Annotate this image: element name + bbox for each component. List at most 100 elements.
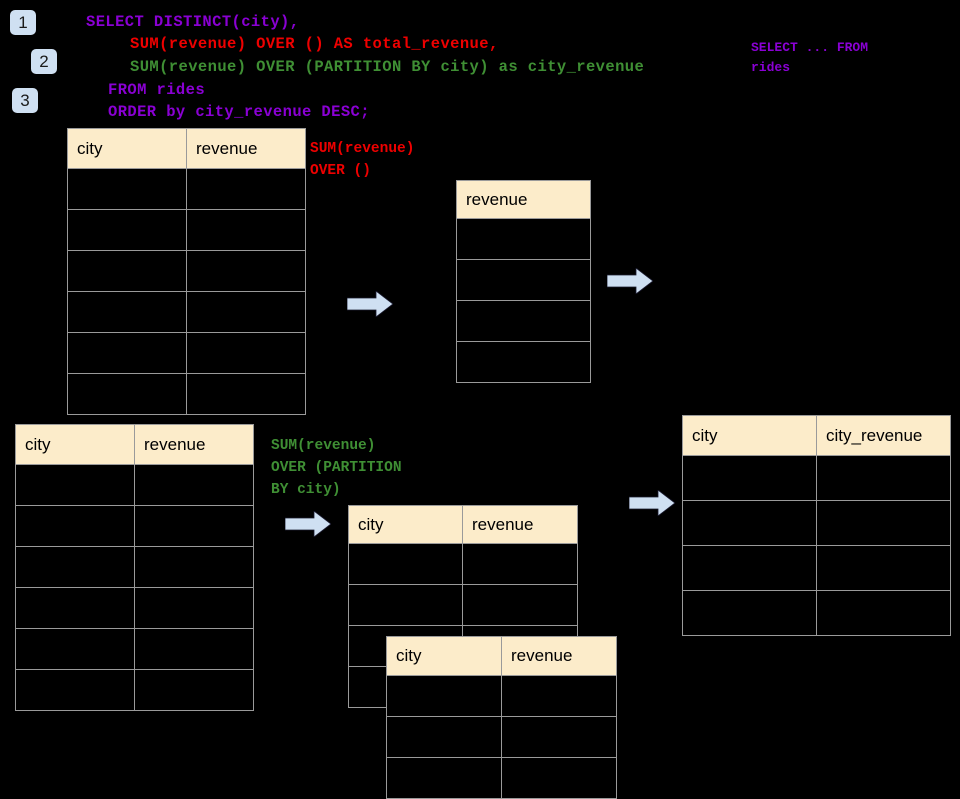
table-cell (15, 628, 135, 670)
table-cell (67, 373, 187, 415)
sql-line-4: FROM rides (108, 81, 206, 99)
annot-over-empty: SUM(revenue) OVER () (310, 141, 415, 179)
table-row (15, 546, 254, 588)
table-cell (186, 373, 306, 415)
table-cell (186, 250, 306, 292)
table-cell (816, 545, 951, 591)
table-cell (348, 543, 463, 585)
table-row (67, 250, 306, 292)
table-row (386, 757, 617, 799)
table-row (682, 590, 951, 636)
table-cell (501, 675, 617, 717)
table-cell (816, 590, 951, 636)
column-header: revenue (462, 505, 578, 544)
step-badge-1: 1 (10, 10, 36, 35)
table-cell (682, 500, 817, 546)
column-header: city (682, 415, 817, 456)
step-badge-2: 2 (31, 49, 57, 74)
table-row (456, 218, 591, 260)
table-row (15, 587, 254, 629)
table-cell (67, 209, 187, 251)
arrow-source-to-partition (284, 510, 332, 538)
arrow-total-to-result (606, 267, 654, 295)
table-cell (186, 332, 306, 374)
table-row (15, 464, 254, 506)
column-header: city (348, 505, 463, 544)
column-header: revenue (134, 424, 254, 465)
table-row (682, 455, 951, 501)
column-header: revenue (456, 180, 591, 219)
table-cell (186, 209, 306, 251)
table-cell (682, 545, 817, 591)
table-cell (15, 587, 135, 629)
column-header: city (15, 424, 135, 465)
step-badge-3: 3 (12, 88, 38, 113)
column-header: revenue (186, 128, 306, 169)
table-cell (134, 505, 254, 547)
table-cell (15, 505, 135, 547)
table-cell (462, 584, 578, 626)
table-cell (501, 716, 617, 758)
arrow-source-to-total (346, 290, 394, 318)
table-row (456, 259, 591, 301)
table-cell (456, 300, 591, 342)
table-cell (386, 675, 502, 717)
table-row (348, 584, 578, 626)
table-cell (67, 250, 187, 292)
total-revenue-table: revenue (456, 180, 591, 383)
table-cell (816, 455, 951, 501)
column-header: city_revenue (816, 415, 951, 456)
table-row (682, 500, 951, 546)
table-row (67, 209, 306, 251)
table-cell (134, 464, 254, 506)
table-cell (67, 168, 187, 210)
table-row (348, 543, 578, 585)
table-row (456, 300, 591, 342)
table-cell (386, 716, 502, 758)
table-cell (348, 584, 463, 626)
sql-line-1: SELECT DISTINCT(city), (86, 13, 300, 31)
table-cell (15, 669, 135, 711)
annot-partition-city: SUM(revenue) OVER (PARTITION BY city) (271, 438, 402, 498)
sql-line-5: ORDER by city_revenue DESC; (108, 103, 370, 121)
column-header: revenue (501, 636, 617, 676)
arrow-partition-to-result (628, 489, 676, 517)
sql-line-2: SUM(revenue) OVER () AS total_revenue, (130, 35, 499, 53)
table-cell (386, 757, 502, 799)
table-cell (456, 218, 591, 260)
column-header: city (67, 128, 187, 169)
table-row (386, 675, 617, 717)
table-cell (134, 669, 254, 711)
table-cell (456, 341, 591, 383)
table-cell (186, 291, 306, 333)
table-cell (462, 543, 578, 585)
table-row (15, 628, 254, 670)
sql-sidenote: SELECT ... FROM rides (751, 40, 869, 75)
table-cell (456, 259, 591, 301)
table-cell (134, 587, 254, 629)
table-cell (67, 291, 187, 333)
table-cell (15, 546, 135, 588)
table-row (386, 716, 617, 758)
table-header-row: revenue (456, 180, 591, 219)
table-row (67, 168, 306, 210)
sql-line-3: SUM(revenue) OVER (PARTITION BY city) as… (130, 58, 645, 76)
table-row (67, 291, 306, 333)
table-row (15, 505, 254, 547)
table-cell (134, 628, 254, 670)
column-header: city (386, 636, 502, 676)
table-cell (682, 590, 817, 636)
table-row (682, 545, 951, 591)
table-cell (134, 546, 254, 588)
table-cell (15, 464, 135, 506)
table-cell (67, 332, 187, 374)
